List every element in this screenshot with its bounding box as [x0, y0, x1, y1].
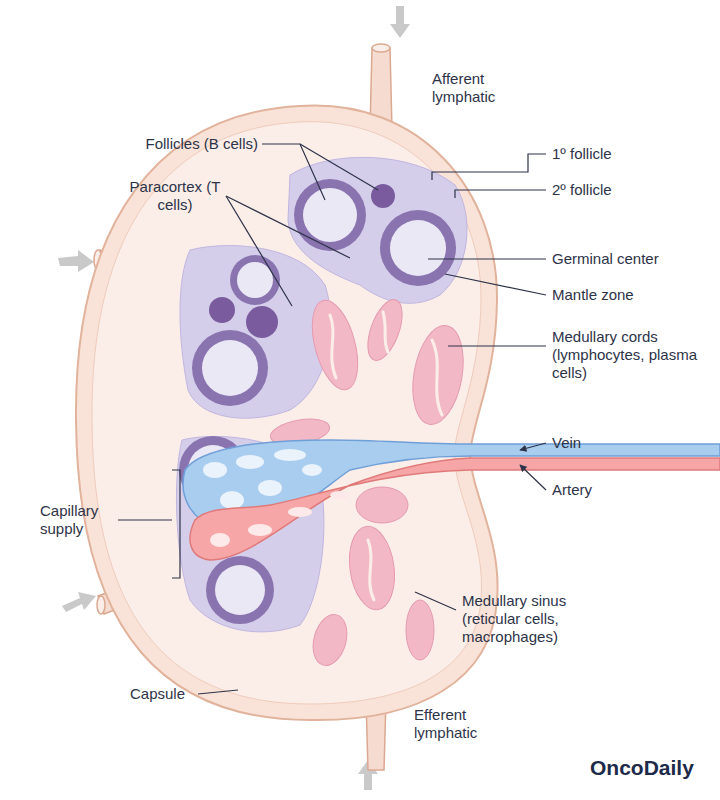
callout-label: 1º follicle: [552, 145, 702, 163]
callout-label: Mantle zone: [552, 286, 712, 304]
callout-label: Medullary cords (lymphocytes, plasma cel…: [552, 328, 702, 382]
callout-label: Follicles (B cells): [100, 135, 258, 153]
callout-label: Germinal center: [552, 250, 712, 268]
capsule-outline: [76, 106, 498, 721]
callout-label: Medullary sinus (reticular cells, macrop…: [462, 592, 612, 646]
node-interior: [92, 122, 482, 704]
artery-capillaries: [190, 458, 720, 560]
callout-label: Paracortex (T cells): [120, 178, 230, 214]
callout-label: Capillary supply: [40, 502, 118, 538]
callout-label: Vein: [552, 434, 702, 452]
callout-label: 2º follicle: [552, 181, 702, 199]
callout-label: Artery: [552, 481, 702, 499]
watermark: OncoDaily: [590, 756, 710, 780]
callout-label: Efferent lymphatic: [414, 706, 514, 742]
callout-label: Capsule: [130, 685, 200, 703]
callout-label: Afferent lymphatic: [432, 70, 532, 106]
